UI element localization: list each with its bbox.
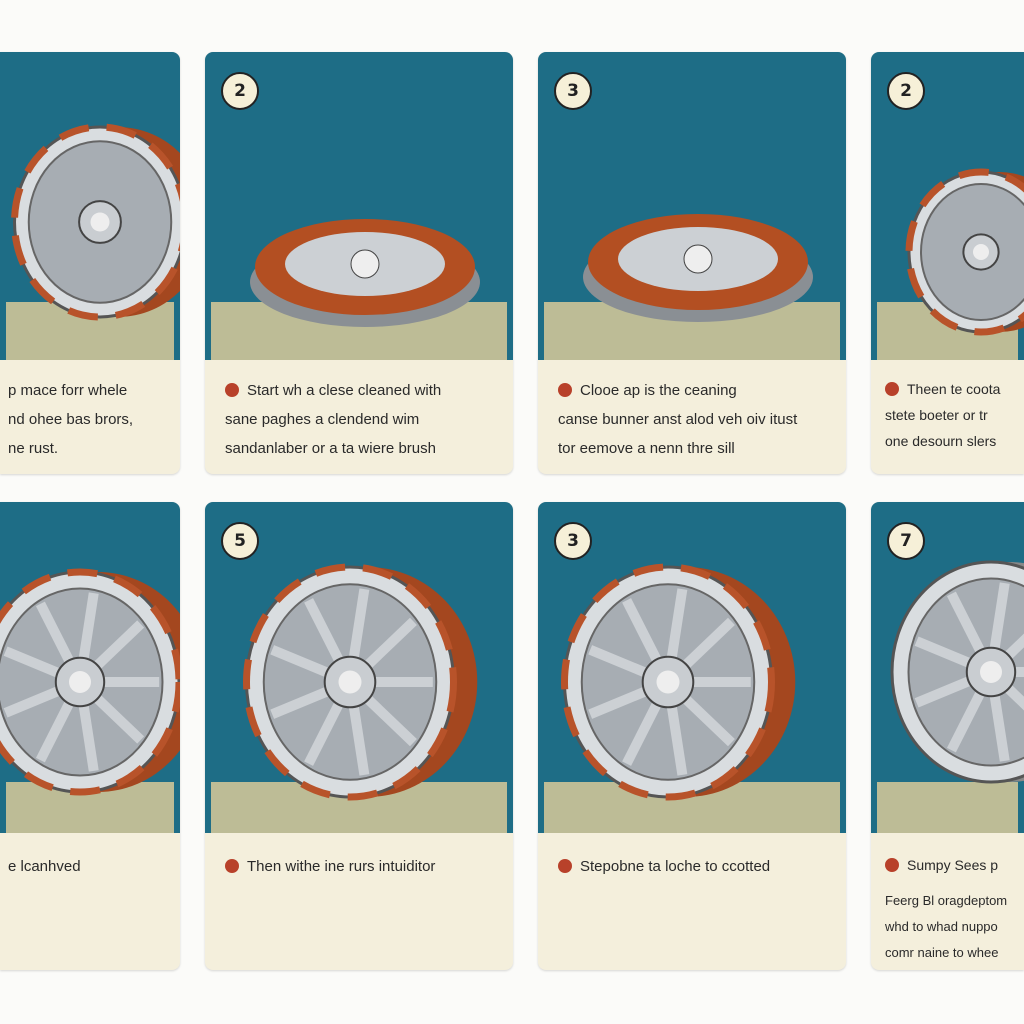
step-text: e lcanhved (8, 858, 81, 875)
step-text-line: p mace forr whele (8, 376, 174, 405)
step-text-line: canse bunner anst alod veh oiv itust (558, 405, 836, 434)
rust-patches (561, 563, 775, 801)
step-text: Then withe ine rurs intuiditor (247, 858, 436, 875)
illustration-panel: 2 (205, 52, 513, 360)
step-description: Sumpy Sees p (885, 852, 1020, 878)
step-text: Sumpy Sees p (907, 857, 999, 873)
step-text-line: sane paghes a clendend wim (225, 405, 503, 434)
step-description: Theen te coota stete boeter or tr one deso… (885, 376, 1020, 454)
wheel-illustration (0, 568, 180, 833)
step-subtext: Feerg Bl oragdeptom whd to whad nuppo comr… (885, 888, 1020, 966)
step-description: p mace forr whele nd ohee bas brors, ne ru… (8, 376, 174, 463)
step-text: p mace forr whele (8, 382, 128, 399)
rust-patches (0, 568, 180, 796)
step-number-badge: 7 (887, 522, 925, 560)
step-text: tor eemove a nenn thre sill (558, 440, 735, 457)
illustration-panel: 5 (205, 502, 513, 833)
step-number-badge: 3 (554, 72, 592, 110)
step-number-badge: 2 (887, 72, 925, 110)
step-number-badge: 2 (221, 72, 259, 110)
wheel-illustration (211, 563, 507, 833)
bullet-icon (225, 859, 239, 873)
wheel-illustration (211, 219, 507, 360)
step-text-line: Stepobne ta loche to ccotted (558, 852, 836, 881)
step-number-badge: 3 (554, 522, 592, 560)
wheel-cap (980, 661, 1002, 683)
wheel-illustration (6, 123, 180, 360)
wheel-illustration (544, 214, 840, 360)
wheel-illustration (877, 560, 1024, 833)
illustration-panel (0, 52, 180, 360)
step-text: ne rust. (8, 440, 59, 457)
wheel-hub (350, 249, 380, 279)
step-description: Start wh a clese cleaned with sane paghes… (225, 376, 503, 463)
step-text-line: Sumpy Sees p (885, 852, 1020, 878)
work-surface (877, 782, 1018, 833)
illustration-panel: 3 (538, 52, 846, 360)
step-text: Stepobne ta loche to ccotted (580, 858, 771, 875)
rust-patches (243, 563, 457, 801)
bullet-icon (885, 382, 899, 396)
rust-patches (905, 168, 1024, 336)
subtext-line: Feerg Bl oragdeptom (885, 893, 1008, 908)
step-text: Clooe ap is the ceaning (580, 382, 737, 399)
wheel-cap (656, 670, 680, 694)
step-text: Theen te coota (907, 381, 1001, 397)
step-text: sane paghes a clendend wim (225, 411, 420, 428)
step-description: Stepobne ta loche to ccotted (558, 852, 836, 881)
step-text: stete boeter or tr (885, 407, 988, 423)
wheel-cap (338, 670, 362, 694)
illustration-panel: 2 (871, 52, 1024, 360)
step-text-line: one desourn slers (885, 428, 1020, 454)
step-text: Start wh a clese cleaned with (247, 382, 442, 399)
step-text-line: Theen te coota (885, 376, 1020, 402)
step-text: nd ohee bas brors, (8, 411, 134, 428)
step-description: Clooe ap is the ceaning canse bunner anst… (558, 376, 836, 463)
step-text-line: sandanlaber or a ta wiere brush (225, 434, 503, 463)
wheel-illustration (544, 563, 840, 833)
wheel-hub (683, 244, 713, 274)
subtext-line: comr naine to whee (885, 945, 999, 960)
step-text: one desourn slers (885, 433, 997, 449)
step-text-line: Clooe ap is the ceaning (558, 376, 836, 405)
step-number-badge: 5 (221, 522, 259, 560)
step-text-line: ne rust. (8, 434, 174, 463)
bullet-icon (225, 383, 239, 397)
illustration-panel (0, 502, 180, 833)
wheel-cap (90, 212, 110, 232)
wheel-cap (69, 671, 91, 693)
bullet-icon (885, 858, 899, 872)
step-text-line: Start wh a clese cleaned with (225, 376, 503, 405)
wheel-illustration (877, 168, 1024, 360)
step-text: sandanlaber or a ta wiere brush (225, 440, 436, 457)
step-text-line: Then withe ine rurs intuiditor (225, 852, 503, 881)
bullet-icon (558, 859, 572, 873)
illustration-panel: 7 (871, 502, 1024, 833)
step-description: Then withe ine rurs intuiditor (225, 852, 503, 881)
bullet-icon (558, 383, 572, 397)
step-description: e lcanhved (8, 852, 174, 881)
wheel-cap (973, 244, 989, 260)
step-text-line: stete boeter or tr (885, 402, 1020, 428)
subtext-line: whd to whad nuppo (885, 919, 998, 934)
step-card: e lcanhved (0, 502, 180, 970)
illustration-panel: 3 (538, 502, 846, 833)
step-text-line: e lcanhved (8, 852, 174, 881)
step-text: canse bunner anst alod veh oiv itust (558, 411, 798, 428)
step-text-line: tor eemove a nenn thre sill (558, 434, 836, 463)
step-text-line: nd ohee bas brors, (8, 405, 174, 434)
step-card: p mace forr whele nd ohee bas brors, ne ru… (0, 52, 180, 474)
